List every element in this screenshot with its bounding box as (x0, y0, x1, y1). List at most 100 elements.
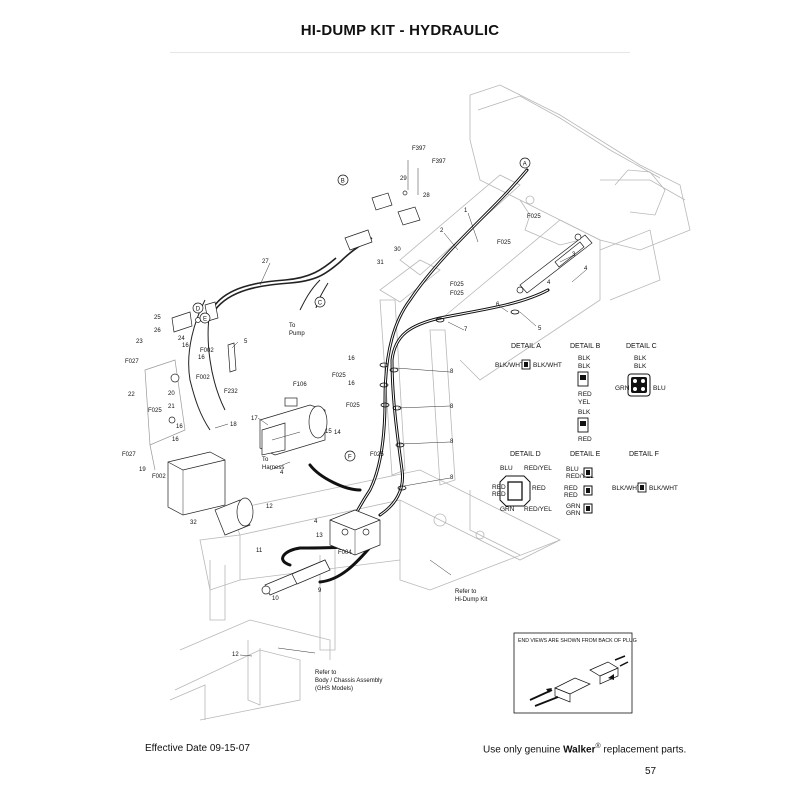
callout-f025: F025 (370, 452, 384, 458)
callout-16: 16 (172, 437, 179, 443)
mounting-bracket (144, 359, 186, 471)
detail-b-title: DETAIL B (570, 343, 601, 350)
detail-d-bl: GRN (500, 506, 515, 513)
detail-e: DETAIL E BLU RED/YEL RED RED GRN GRN (564, 451, 601, 517)
detail-d-r: RED (532, 485, 546, 492)
detail-d-tr: RED/YEL (524, 465, 552, 472)
callout-f025: F025 (148, 408, 162, 414)
detail-c-top2: BLK (634, 363, 647, 370)
end-view-inset: END VIEWS ARE SHOWN FROM BACK OF PLUG (513, 632, 637, 714)
callout-2: 2 (440, 228, 444, 234)
detail-a-title: DETAIL A (511, 343, 541, 350)
detail-b-mid3: BLK (578, 409, 591, 416)
callout-f027: F027 (125, 359, 139, 365)
note-to-pump-line2: Pump (289, 331, 305, 337)
callout-31: 31 (377, 260, 384, 266)
callout-f106: F106 (293, 382, 307, 388)
detail-c-left: GRN (615, 385, 630, 392)
callout-27: 27 (262, 259, 269, 265)
callout-16: 16 (348, 381, 355, 387)
callout-f027: F027 (122, 452, 136, 458)
detail-e-c2: GRN (566, 510, 581, 517)
detail-b-top1: BLK (578, 355, 591, 362)
detail-d: DETAIL D BLU RED/YEL RED RED RED GRN RED… (492, 451, 552, 513)
marker-e: E (203, 316, 207, 322)
callout-32: 32 (190, 520, 197, 526)
callout-8: 8 (450, 404, 454, 410)
detail-markers: A B C D E F (192, 157, 531, 462)
marker-a: A (523, 161, 527, 167)
callout-f025: F025 (527, 214, 541, 220)
page-title: HI-DUMP KIT - HYDRAULIC (300, 22, 500, 39)
detail-e-b1: RED (564, 485, 578, 492)
callout-26: 26 (154, 328, 161, 334)
detail-d-br: RED/YEL (524, 506, 552, 513)
callout-f025: F025 (450, 282, 464, 288)
marker-f: F (348, 454, 352, 460)
callout-12: 12 (266, 504, 273, 510)
callout-1: 1 (464, 208, 468, 214)
detail-e-a1: BLU (566, 466, 579, 473)
callout-17: 17 (251, 416, 258, 422)
page-number: 57 (645, 766, 657, 777)
detail-b-bottom: RED (578, 436, 592, 443)
detail-c-right: BLU (653, 385, 666, 392)
callout-4: 4 (584, 266, 588, 272)
callout-19: 19 (139, 467, 146, 473)
detail-a-left: BLK/WHT (495, 362, 524, 369)
callout-7: 7 (464, 327, 468, 333)
callout-13: 13 (316, 533, 323, 539)
detail-f-right: BLK/WHT (649, 485, 678, 492)
callout-f397: F397 (432, 159, 446, 165)
registered-mark: ® (595, 743, 601, 750)
callout-4: 4 (314, 519, 318, 525)
detail-b-top2: BLK (578, 363, 591, 370)
genuine-suffix: replacement parts. (600, 744, 687, 756)
note-to-harness-line1: To (262, 457, 269, 463)
callout-21: 21 (168, 404, 175, 410)
callout-6: 6 (496, 302, 500, 308)
callout-28: 28 (423, 193, 430, 199)
callout-16: 16 (176, 424, 183, 430)
callout-8: 8 (450, 369, 454, 375)
callout-15: 15 (325, 429, 332, 435)
detail-e-a2: RED/YEL (566, 473, 594, 480)
detail-d-title: DETAIL D (510, 451, 541, 458)
callout-14: 14 (334, 430, 341, 436)
pump-motor (259, 397, 328, 456)
filter-canister (214, 497, 254, 536)
callout-16: 16 (348, 356, 355, 362)
detail-d-l1: RED (492, 484, 506, 491)
callout-9: 9 (318, 588, 322, 594)
marker-d: D (196, 306, 201, 312)
detail-b: DETAIL B BLK BLK RED YEL BLK RED (570, 343, 601, 443)
note-to-pump-line1: To (289, 323, 296, 329)
callout-30: 30 (394, 247, 401, 253)
leader-lines (214, 212, 587, 657)
effective-date: Effective Date 09-15-07 (145, 743, 250, 754)
callout-f397: F397 (412, 146, 426, 152)
callout-20: 20 (168, 391, 175, 397)
genuine-parts-note: Use only genuine Walker® replacement par… (483, 743, 686, 755)
note-to-harness-line2: Harness (262, 465, 284, 471)
callout-18: 18 (230, 422, 237, 428)
hydraulic-hoses (281, 168, 550, 584)
callout-f232: F232 (224, 389, 238, 395)
dump-body-frame (169, 84, 691, 721)
battery (167, 451, 226, 516)
callout-4: 4 (280, 470, 284, 476)
callout-11: 11 (256, 548, 263, 554)
dump-cylinder (261, 559, 331, 596)
lift-cylinder (516, 233, 593, 294)
genuine-prefix: Use only genuine (483, 744, 564, 756)
callout-f002: F002 (152, 474, 166, 480)
detail-f: DETAIL F BLK/WHT BLK/WHT (612, 451, 678, 493)
detail-b-mid1: RED (578, 391, 592, 398)
marker-b: B (341, 178, 345, 184)
callout-23: 23 (136, 339, 143, 345)
detail-e-b2: RED (564, 492, 578, 499)
